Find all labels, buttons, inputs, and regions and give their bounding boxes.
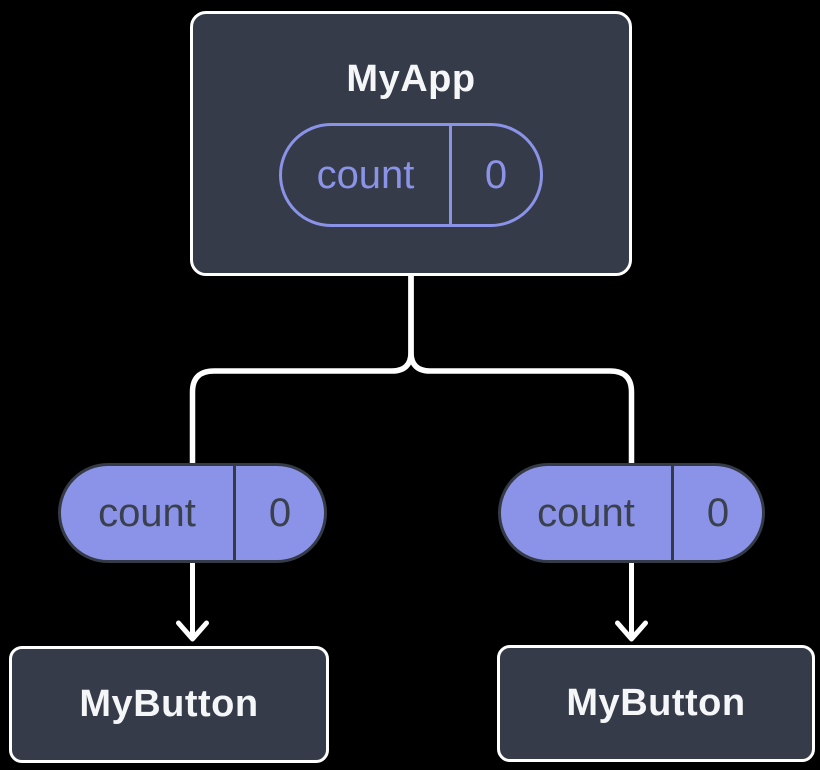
node-myapp: MyApp count 0	[190, 11, 632, 276]
node-mybutton-right-title: MyButton	[566, 682, 746, 724]
node-mybutton-left-title: MyButton	[79, 683, 259, 725]
prop-pill-right-divider	[671, 466, 674, 560]
node-myapp-title: MyApp	[346, 58, 476, 100]
state-pill: count 0	[279, 123, 543, 227]
state-pill-divider	[449, 126, 452, 224]
prop-pill-right: count 0	[498, 463, 765, 563]
branch-line-left	[189, 276, 414, 463]
state-pill-value: 0	[484, 152, 508, 197]
arrow-right	[615, 560, 648, 642]
prop-pill-right-label: count	[537, 490, 635, 535]
prop-pill-right-value: 0	[706, 490, 730, 535]
prop-pill-left-divider	[233, 466, 236, 560]
prop-pill-left: count 0	[58, 463, 327, 563]
arrow-left	[176, 559, 209, 642]
node-mybutton-left: MyButton	[9, 646, 329, 763]
prop-pill-left-value: 0	[268, 490, 292, 535]
branch-line-right	[408, 276, 635, 463]
node-mybutton-right: MyButton	[497, 645, 815, 762]
state-pill-label: count	[316, 152, 415, 197]
prop-pill-left-label: count	[98, 490, 196, 535]
